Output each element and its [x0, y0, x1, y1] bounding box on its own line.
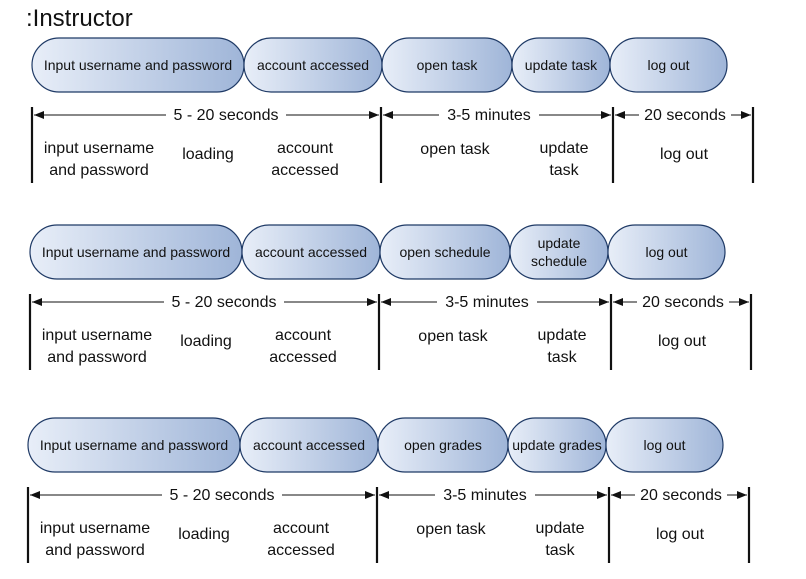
step-label: Input username and password [42, 244, 230, 260]
duration-login: 5 - 20 seconds [30, 487, 375, 504]
duration-label: 3-5 minutes [443, 487, 527, 504]
step-open: open grades [377, 417, 509, 473]
duration-label: 5 - 20 seconds [174, 107, 279, 124]
arrowhead-right [365, 491, 375, 499]
step-label: open task [417, 57, 479, 73]
arrowhead-right [737, 491, 747, 499]
arrowhead-left [613, 298, 623, 306]
duration-logout: 20 seconds [613, 294, 749, 311]
duration-task: 3-5 minutes [383, 107, 611, 124]
label-log-out: log out [658, 333, 707, 350]
label-log-out: log out [656, 526, 705, 543]
arrowhead-right [739, 298, 749, 306]
step-update: update task [511, 37, 611, 93]
step-pill [609, 37, 728, 93]
label-loading: loading [182, 146, 234, 163]
duration-label: 20 seconds [644, 107, 726, 124]
step-login: Input username and password [27, 417, 241, 473]
arrowhead-left [30, 491, 40, 499]
arrowhead-left [381, 298, 391, 306]
arrowhead-left [32, 298, 42, 306]
step-pill [605, 417, 724, 473]
duration-task: 3-5 minutes [379, 487, 607, 504]
duration-label: 20 seconds [642, 294, 724, 311]
duration-logout: 20 seconds [611, 487, 747, 504]
step-label: open schedule [399, 244, 490, 260]
step-account-accessed: account accessed [243, 37, 383, 93]
step-label: Input username and password [40, 437, 228, 453]
step-login: Input username and password [29, 224, 243, 280]
step-update: update grades [507, 417, 607, 473]
step-label: account accessed [253, 437, 365, 453]
label-log-out: log out [660, 146, 709, 163]
label-loading: loading [178, 526, 230, 543]
arrowhead-left [379, 491, 389, 499]
label-open-task: open task [416, 521, 486, 538]
timeline-row: Input username and password account acces… [28, 224, 753, 370]
step-label: account accessed [255, 244, 367, 260]
duration-login: 5 - 20 seconds [34, 107, 379, 124]
label-open-task: open task [420, 141, 490, 158]
step-label: update grades [512, 437, 602, 453]
label-loading: loading [180, 333, 232, 350]
step-logout: log out [609, 37, 728, 93]
arrowhead-left [34, 111, 44, 119]
arrowhead-right [597, 491, 607, 499]
step-login: Input username and password [31, 37, 245, 93]
step-account-accessed: account accessed [241, 224, 381, 280]
duration-label: 5 - 20 seconds [170, 487, 275, 504]
step-label: update task [525, 57, 598, 73]
step-label: Input username and password [44, 57, 232, 73]
arrowhead-left [383, 111, 393, 119]
arrowhead-left [611, 491, 621, 499]
step-open: open schedule [379, 224, 511, 280]
arrowhead-right [367, 298, 377, 306]
duration-task: 3-5 minutes [381, 294, 609, 311]
arrowhead-right [601, 111, 611, 119]
label-open-task: open task [418, 328, 488, 345]
step-open: open task [381, 37, 513, 93]
step-label: log out [645, 244, 687, 260]
arrowhead-right [599, 298, 609, 306]
step-label: open grades [404, 437, 482, 453]
step-label: log out [643, 437, 685, 453]
step-logout: log out [607, 224, 726, 280]
timeline-row: Input username and password account acces… [30, 37, 755, 183]
arrowhead-right [741, 111, 751, 119]
step-label: log out [647, 57, 689, 73]
timeline-row: Input username and password account acces… [26, 417, 751, 563]
step-label: account accessed [257, 57, 369, 73]
arrowhead-left [615, 111, 625, 119]
duration-logout: 20 seconds [615, 107, 751, 124]
step-pill [509, 224, 609, 280]
duration-label: 3-5 minutes [445, 294, 529, 311]
duration-login: 5 - 20 seconds [32, 294, 377, 311]
step-pill [607, 224, 726, 280]
arrowhead-right [369, 111, 379, 119]
duration-label: 3-5 minutes [447, 107, 531, 124]
duration-label: 5 - 20 seconds [172, 294, 277, 311]
duration-label: 20 seconds [640, 487, 722, 504]
step-account-accessed: account accessed [239, 417, 379, 473]
diagram-title: :Instructor [26, 5, 133, 32]
step-logout: log out [605, 417, 724, 473]
